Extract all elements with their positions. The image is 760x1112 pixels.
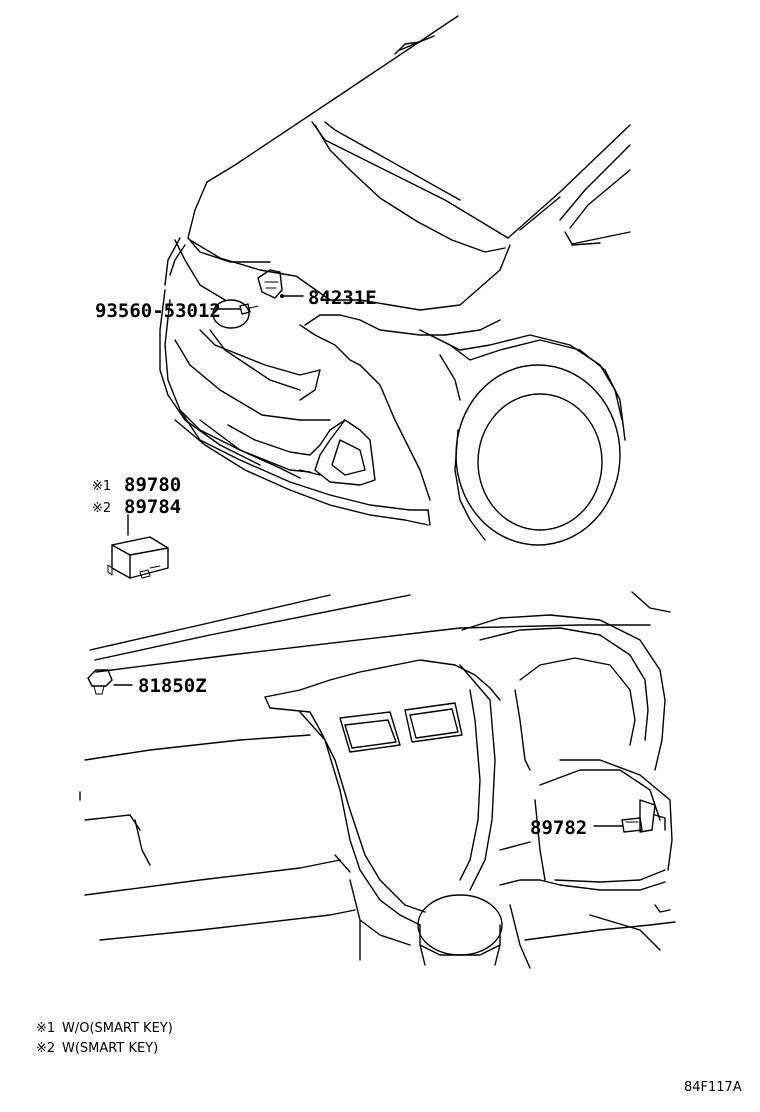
callout-marker-1: ※1 — [92, 479, 111, 494]
car-front-illustration — [159, 15, 631, 546]
legend-text-2: W(SMART KEY) — [62, 1041, 158, 1056]
callout-bolt: 93560-53012 — [95, 300, 221, 322]
callout-clip: 81850Z — [138, 675, 207, 697]
callout-dash-sensor: 89782 — [530, 817, 587, 839]
callout-hood-sensor: 84231E — [308, 287, 377, 309]
dashboard-illustration — [79, 591, 676, 969]
diagram-code: 84F117A — [684, 1080, 742, 1095]
legend-text-1: W/O(SMART KEY) — [62, 1021, 173, 1036]
callout-ecu-2: 89784 — [124, 496, 181, 518]
callout-ecu-1: 89780 — [124, 474, 181, 496]
callout-marker-2: ※2 — [92, 501, 111, 516]
legend-marker-2: ※2 — [36, 1041, 55, 1056]
legend-marker-1: ※1 — [36, 1021, 55, 1036]
ecu-module-illustration — [107, 514, 169, 579]
